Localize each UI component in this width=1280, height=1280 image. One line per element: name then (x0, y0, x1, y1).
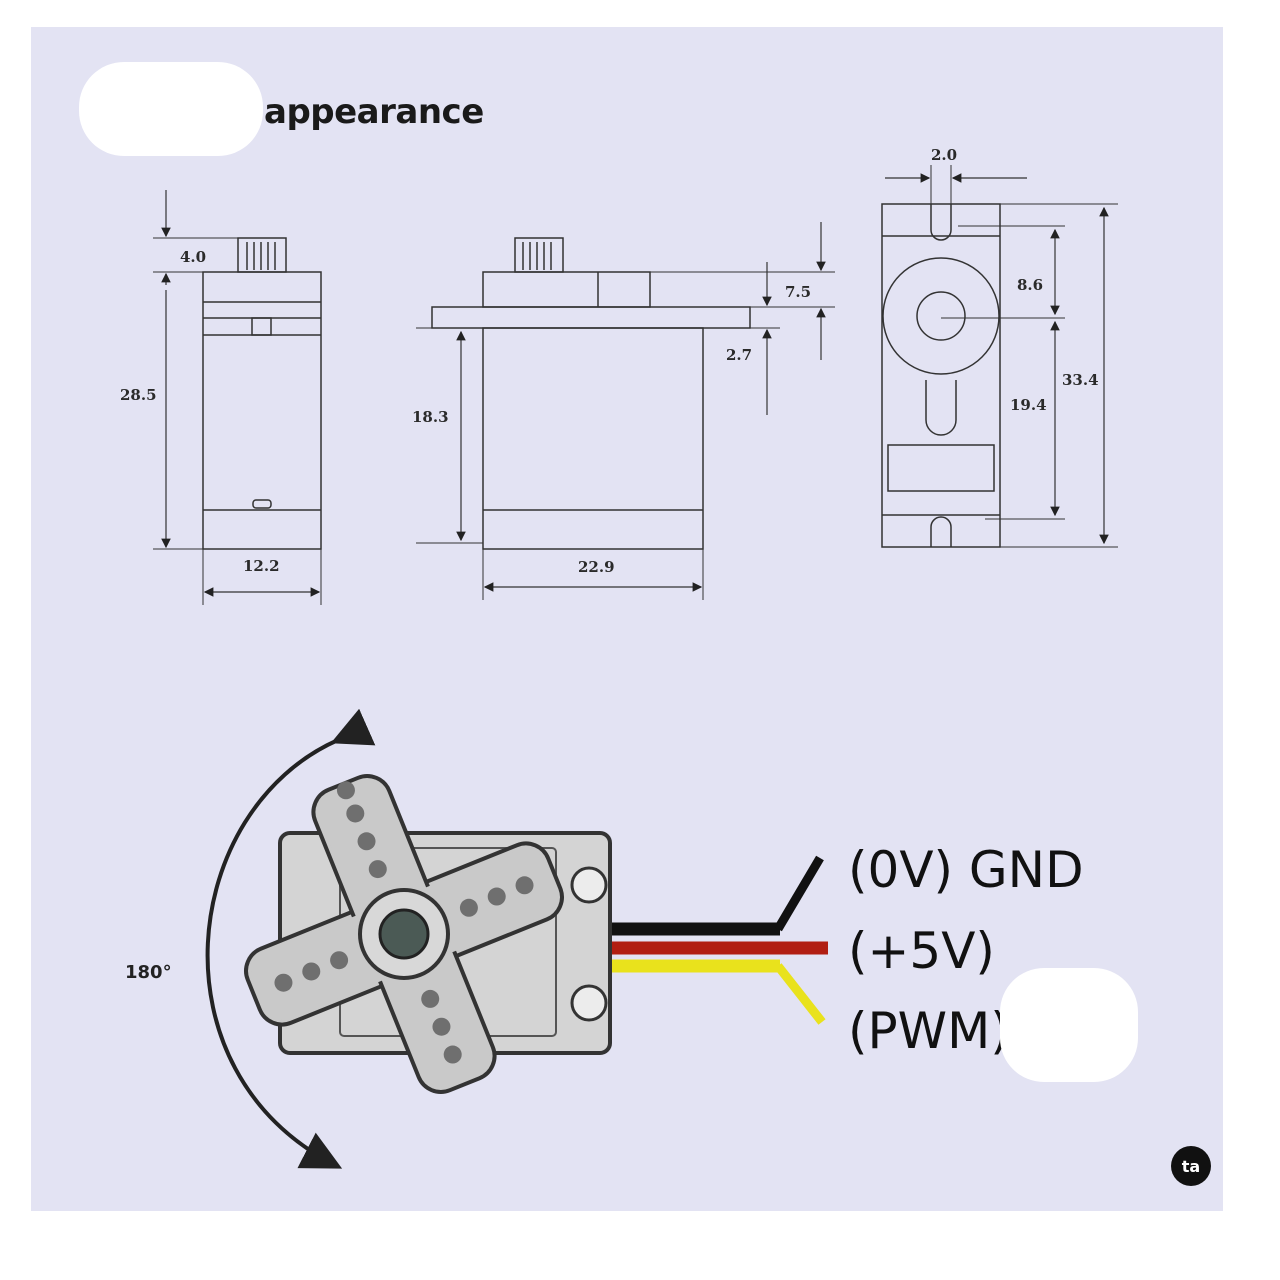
dim-top-shaft-offset: 8.6 (1017, 276, 1043, 294)
power-label: (+5V) (848, 922, 995, 980)
horn-hole (357, 832, 376, 851)
pwm-label: (PWM) (848, 1002, 1010, 1060)
gnd-label: (0V) GND (848, 841, 1084, 899)
horn-holes (274, 781, 534, 1064)
horn-hole (302, 962, 321, 981)
signal-wire-lead (774, 963, 826, 1025)
dim-side-height: 28.5 (120, 386, 157, 404)
horn-hole (515, 876, 534, 895)
dim-front-flange: 2.7 (726, 346, 752, 364)
front-view (416, 222, 835, 600)
dim-front-body-height: 18.3 (412, 408, 449, 426)
servo-illustration: 180° (125, 708, 828, 1169)
mount-hole (570, 984, 608, 1022)
top-body (881, 203, 1001, 548)
horn-hole (330, 951, 349, 970)
dim-side-horn-height: 4.0 (180, 248, 206, 266)
mount-hole (570, 866, 608, 904)
dim-top-lower: 19.4 (1010, 396, 1047, 414)
top-label-area (887, 444, 995, 492)
redaction-blob (1000, 968, 1138, 1082)
page-title: appearance (264, 92, 484, 132)
side-view (153, 190, 322, 605)
rotation-arrow (205, 708, 376, 1169)
logo-badge: ta (1171, 1146, 1211, 1186)
horn-hole (368, 860, 387, 879)
front-top (482, 271, 651, 308)
output-shaft (378, 908, 430, 960)
top-view (881, 165, 1118, 548)
dim-front-width: 22.9 (578, 558, 615, 576)
side-horn-gear (237, 237, 287, 273)
front-flange (431, 306, 751, 329)
gnd-wire-lead (774, 855, 824, 932)
horn-hole (336, 781, 355, 800)
front-horn-gear (514, 237, 564, 273)
dim-side-width: 12.2 (243, 557, 280, 575)
horn-hole (432, 1017, 451, 1036)
servo-wires (600, 855, 828, 1025)
dim-top-total: 33.4 (1062, 371, 1099, 389)
top-gear-ring (882, 257, 1000, 375)
dim-front-top-height: 7.5 (785, 283, 811, 301)
horn-hole (346, 804, 365, 823)
dim-top-slot: 2.0 (931, 146, 957, 164)
horn-hole (443, 1045, 462, 1064)
rotation-label: 180° (125, 962, 172, 983)
horn-hole (487, 887, 506, 906)
front-body (482, 327, 704, 550)
redaction-blob (79, 62, 263, 156)
horn-hole (459, 898, 478, 917)
horn-hole (421, 989, 440, 1008)
horn-hole (274, 973, 293, 992)
top-shaft (916, 291, 966, 341)
